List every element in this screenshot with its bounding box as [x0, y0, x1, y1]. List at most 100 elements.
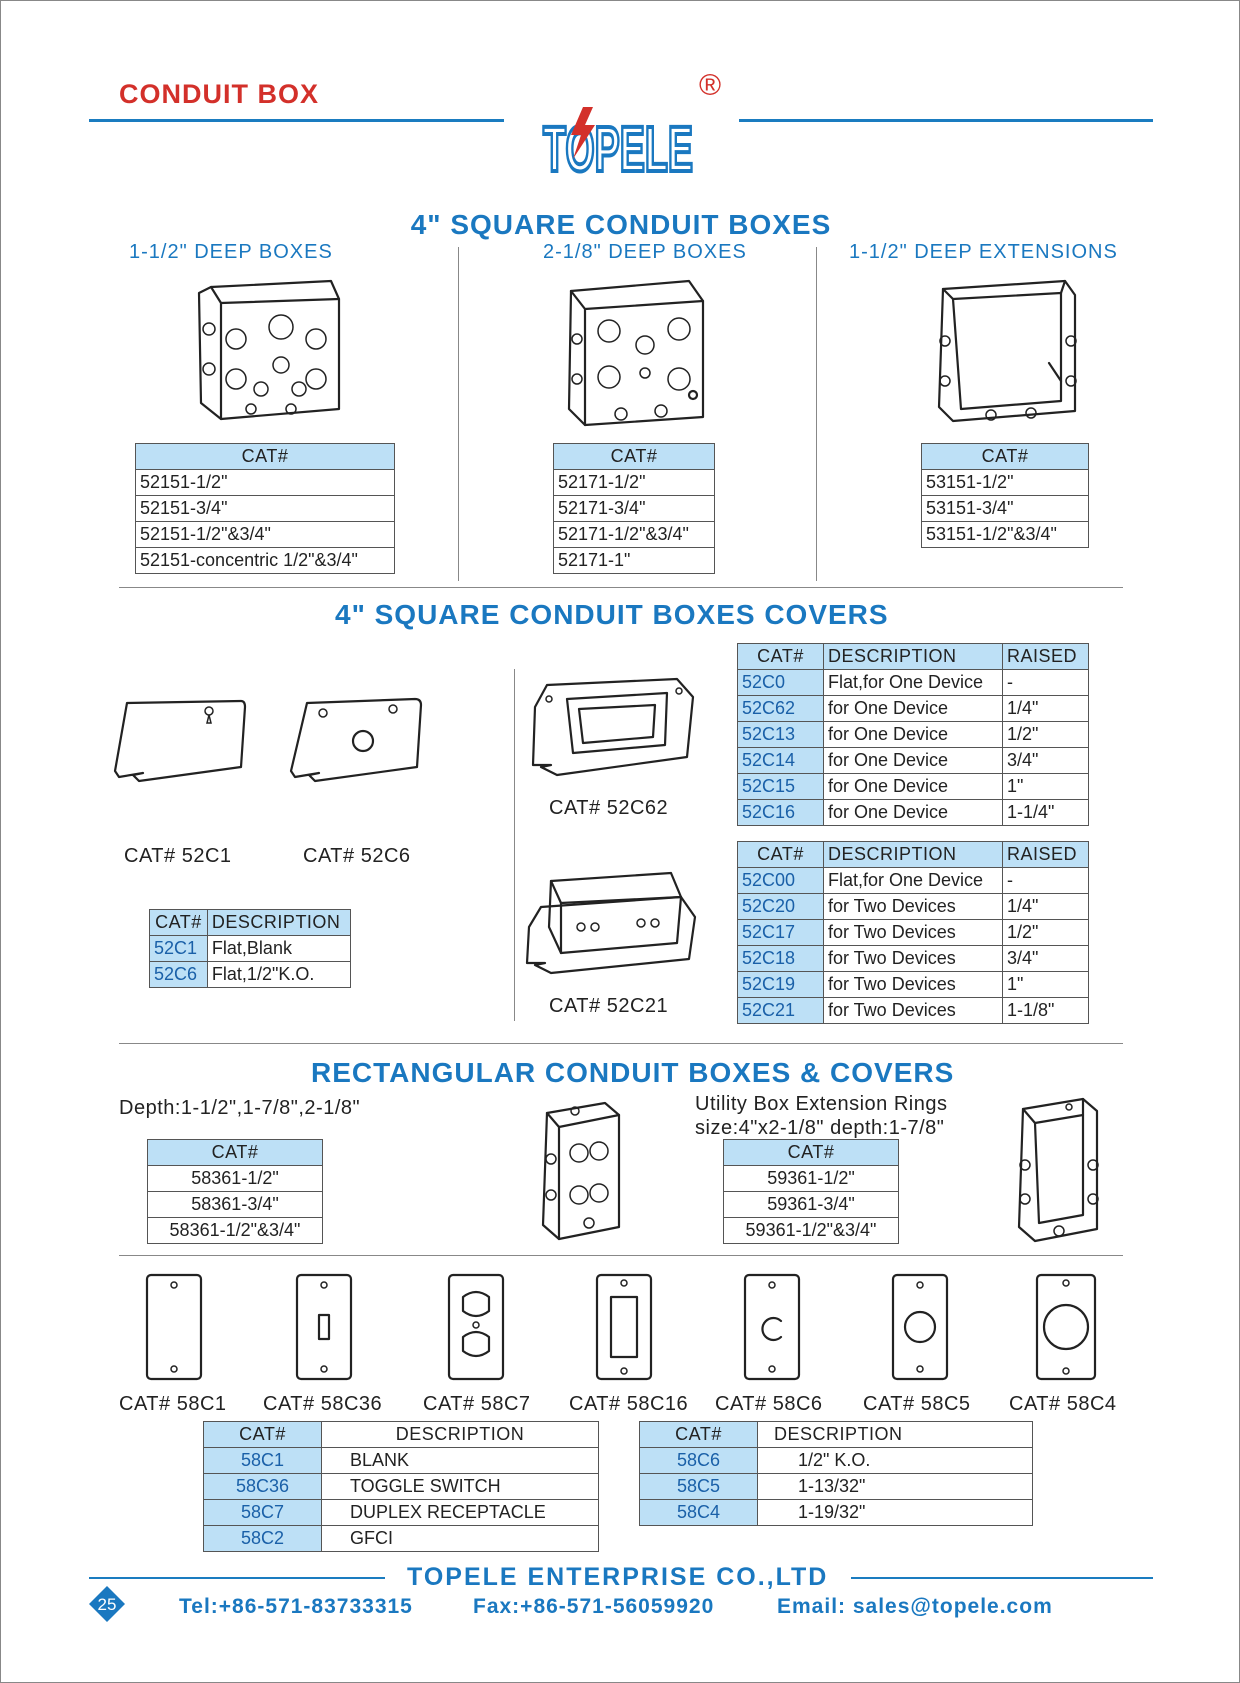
table-cell: 52C20 [737, 893, 824, 920]
table-cell: Flat,Blank [206, 935, 352, 962]
table-header: CAT# [553, 443, 715, 470]
table-cell: Flat,for One Device [823, 669, 1003, 696]
cover-52c62-illustration [531, 677, 695, 777]
table-cell: 59361-1/2" [723, 1165, 899, 1192]
table-header: DESCRIPTION [757, 1421, 1033, 1448]
page-number: 25 [98, 1595, 117, 1614]
square-extension-illustration [937, 279, 1077, 423]
cover-58c16-illustration [595, 1273, 653, 1381]
table-cell: 1-13/32" [757, 1473, 1033, 1500]
table-cell: DUPLEX RECEPTACLE [321, 1499, 599, 1526]
square-box-1-1-2-illustration [197, 279, 341, 421]
caption-52c62: CAT# 52C62 [549, 797, 669, 819]
square-boxes-title: 4" SQUARE CONDUIT BOXES [410, 209, 832, 240]
caption-58c7: CAT# 58C7 [423, 1393, 531, 1415]
table-cell: 58C36 [203, 1473, 322, 1500]
table-cell: Flat,1/2"K.O. [206, 961, 352, 988]
caption-52c1: CAT# 52C1 [124, 845, 232, 867]
page-title: CONDUIT BOX [119, 79, 319, 109]
table-cell: for One Device [823, 747, 1003, 774]
table-cell: 58361-3/4" [147, 1191, 323, 1218]
table-cell: 58C2 [203, 1525, 322, 1552]
table-header: CAT# [149, 909, 208, 936]
table-header: DESCRIPTION [321, 1421, 599, 1448]
deep-extensions-subtitle: 1-1/2" DEEP EXTENSIONS [849, 241, 1118, 263]
table-cell: - [1002, 669, 1089, 696]
cover-58c7-illustration [447, 1273, 505, 1381]
deep-boxes-cat-table: CAT# 52151-1/2" 52151-3/4" 52151-1/2"&3/… [135, 443, 395, 574]
table-cell: 52171-1/2" [553, 469, 715, 496]
square-box-2-1-8-illustration [567, 279, 705, 427]
table-cell: 59361-1/2"&3/4" [723, 1217, 899, 1244]
deep-boxes-2-subtitle: 2-1/8" DEEP BOXES [543, 241, 747, 263]
rectangular-box-illustration [541, 1101, 621, 1241]
cover-58c5-illustration [891, 1273, 949, 1381]
caption-58c6: CAT# 58C6 [715, 1393, 823, 1415]
cover-58c4-illustration [1035, 1273, 1097, 1381]
table-cell: 53151-1/2"&3/4" [921, 521, 1089, 548]
cover-58c36-illustration [295, 1273, 353, 1381]
extension-ring-illustration [1017, 1097, 1099, 1243]
table-cell: 3/4" [1002, 945, 1089, 972]
column-divider [514, 669, 515, 1021]
company-name: TOPELE ENTERPRISE CO.,LTD [407, 1563, 829, 1591]
cover-58c1-illustration [145, 1273, 203, 1381]
table-cell: 52C15 [737, 773, 824, 800]
column-divider [458, 247, 459, 581]
table-cell: 1-19/32" [757, 1499, 1033, 1526]
table-cell: 52C14 [737, 747, 824, 774]
header-rule-right [739, 119, 1153, 122]
table-cell: 1" [1002, 773, 1089, 800]
registered-mark: ® [699, 69, 721, 102]
table-cell: 1" [1002, 971, 1089, 998]
table-cell: - [1002, 867, 1089, 894]
cover-58c6-illustration [743, 1273, 801, 1381]
table-cell: 1-1/4" [1002, 799, 1089, 826]
table-cell: 59361-3/4" [723, 1191, 899, 1218]
table-cell: 52C16 [737, 799, 824, 826]
footer-rule-right [851, 1577, 1153, 1579]
table-cell: 58C7 [203, 1499, 322, 1526]
table-cell: 52151-1/2"&3/4" [135, 521, 395, 548]
caption-58c1: CAT# 58C1 [119, 1393, 227, 1415]
deep-boxes-subtitle: 1-1/2" DEEP BOXES [129, 241, 333, 263]
table-header: CAT# [135, 443, 395, 470]
table-cell: for One Device [823, 773, 1003, 800]
footer-rule-left [89, 1577, 385, 1579]
cover-52c21-illustration [525, 871, 697, 975]
caption-52c6: CAT# 52C6 [303, 845, 411, 867]
caption-58c4: CAT# 58C4 [1009, 1393, 1117, 1415]
table-cell: Flat,for One Device [823, 867, 1003, 894]
table-cell: TOGGLE SWITCH [321, 1473, 599, 1500]
contact-fax: Fax:+86-571-56059920 [473, 1595, 715, 1618]
table-header: CAT# [203, 1421, 322, 1448]
table-cell: for Two Devices [823, 997, 1003, 1024]
table-cell: 52C00 [737, 867, 824, 894]
header-rule-left [89, 119, 504, 122]
table-cell: 52151-1/2" [135, 469, 395, 496]
table-cell: 3/4" [1002, 747, 1089, 774]
table-cell: 1/4" [1002, 695, 1089, 722]
page-number-badge: 25 [89, 1586, 125, 1622]
contact-tel: Tel:+86-571-83733315 [179, 1595, 413, 1618]
table-header: RAISED [1002, 841, 1089, 868]
table-cell: for Two Devices [823, 919, 1003, 946]
section-divider [119, 1043, 1123, 1044]
table-cell: 58361-1/2"&3/4" [147, 1217, 323, 1244]
table-cell: 52C17 [737, 919, 824, 946]
contact-email: Email: sales@topele.com [777, 1595, 1053, 1618]
rectangular-boxes-table: CAT# 58361-1/2" 58361-3/4" 58361-1/2"&3/… [147, 1139, 323, 1244]
extension-rings-table: CAT# 59361-1/2" 59361-3/4" 59361-1/2"&3/… [723, 1139, 899, 1244]
table-header: CAT# [639, 1421, 758, 1448]
covers-title: 4" SQUARE CONDUIT BOXES COVERS [335, 599, 889, 630]
table-header: CAT# [723, 1139, 899, 1166]
table-cell: 1/4" [1002, 893, 1089, 920]
caption-58c5: CAT# 58C5 [863, 1393, 971, 1415]
table-header: DESCRIPTION [823, 841, 1003, 868]
table-cell: for One Device [823, 799, 1003, 826]
table-header: RAISED [1002, 643, 1089, 670]
table-cell: 52C19 [737, 971, 824, 998]
